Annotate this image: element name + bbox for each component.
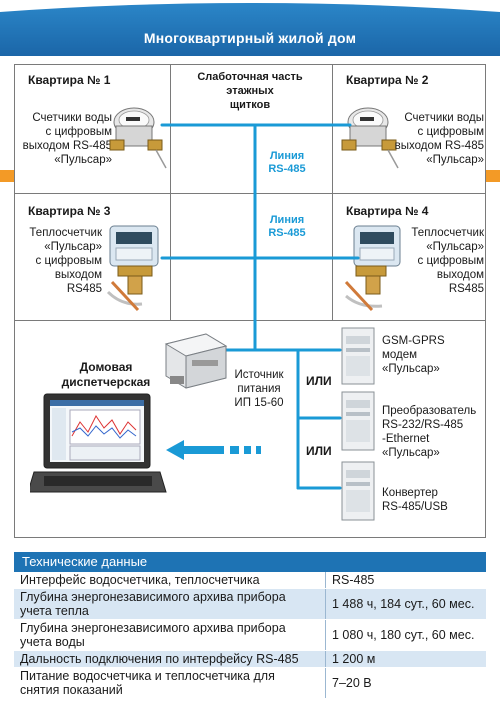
table-cell-param: Глубина энергонезависимого архива прибор… (14, 589, 326, 619)
apartment-1-title: Квартира № 1 (28, 73, 111, 87)
power-supply-icon (164, 333, 228, 389)
laptop-icon (30, 393, 167, 493)
table-cell-value: 1 488 ч, 184 сут., 60 мес. (332, 597, 475, 611)
table-cell-value: 1 080 ч, 180 сут., 60 мес. (332, 628, 475, 642)
table-cell-param: Глубина энергонезависимого архива прибор… (14, 620, 326, 650)
table-row: Дальность подключения по интерфейсу RS-4… (14, 651, 486, 668)
table-cell-param: Интерфейс водосчетчика, теплосчетчика (14, 572, 326, 588)
table-row: Интерфейс водосчетчика, теплосчетчика RS… (14, 572, 486, 589)
rs485-bus (160, 123, 360, 490)
arrow-left-icon (166, 440, 184, 460)
heat-meter-icon (106, 225, 159, 312)
floor-panel-label: Слаботочная часть этажных щитков (197, 71, 303, 111)
or-label: ИЛИ (306, 444, 332, 458)
banner (0, 0, 500, 60)
ethernet-converter-label: Преобразователь RS-232/RS-485 -Ethernet … (382, 405, 477, 459)
table-row: Глубина энергонезависимого архива прибор… (14, 620, 486, 651)
page-title: Многоквартирный жилой дом (143, 30, 357, 46)
table-row: Глубина энергонезависимого архива прибор… (14, 589, 486, 620)
side-marker-left (0, 170, 14, 182)
side-marker-right (486, 170, 500, 182)
line-rs485-label: Линия RS-485 (268, 150, 306, 175)
banner-shape (0, 0, 500, 60)
water-meter-icon (341, 107, 399, 169)
table-cell-param: Дальность подключения по интерфейсу RS-4… (14, 651, 326, 667)
heat-meter-icon (344, 225, 401, 312)
specs-table: Технические данные Интерфейс водосчетчик… (14, 552, 486, 699)
table-cell-value: 1 200 м (332, 652, 376, 666)
usb-converter-icon (341, 461, 375, 521)
apartment-4-title: Квартира № 4 (346, 204, 429, 218)
water-meter-icon (109, 107, 167, 169)
power-supply-label: Источник питания ИП 15-60 (234, 369, 284, 409)
col-divider-left (170, 64, 171, 320)
gsm-modem-label: GSM-GPRS модем «Пульсар» (382, 335, 445, 375)
line-rs485-label: Линия RS-485 (268, 214, 306, 239)
apartment-3-desc: Теплосчетчик «Пульсар» с цифровым выходо… (29, 227, 102, 295)
diagram-frame (14, 64, 486, 538)
apartment-2-desc: Счетчики воды с цифровым выходом RS-485 … (394, 112, 484, 166)
gsm-modem-icon (341, 327, 375, 385)
specs-table-header: Технические данные (14, 552, 486, 572)
table-cell-value: 7–20 В (332, 676, 372, 690)
ethernet-converter-icon (341, 391, 375, 451)
col-divider-right (332, 64, 333, 320)
row-divider-2 (14, 320, 486, 321)
table-cell-value: RS-485 (332, 573, 375, 587)
table-row: Питание водосчетчика и теплосчетчика для… (14, 668, 486, 699)
apartment-4-desc: Теплосчетчик «Пульсар» с цифровым выходо… (411, 227, 484, 295)
apartment-2-title: Квартира № 2 (346, 73, 429, 87)
or-label: ИЛИ (306, 374, 332, 388)
usb-converter-label: Конвертер RS-485/USB (382, 487, 448, 513)
apartment-3-title: Квартира № 3 (28, 204, 111, 218)
dispatch-title: Домовая диспетчерская (61, 360, 151, 389)
row-divider-1 (14, 193, 486, 194)
table-cell-param: Питание водосчетчика и теплосчетчика для… (14, 668, 326, 698)
apartment-1-desc: Счетчики воды с цифровым выходом RS-485 … (22, 112, 112, 166)
